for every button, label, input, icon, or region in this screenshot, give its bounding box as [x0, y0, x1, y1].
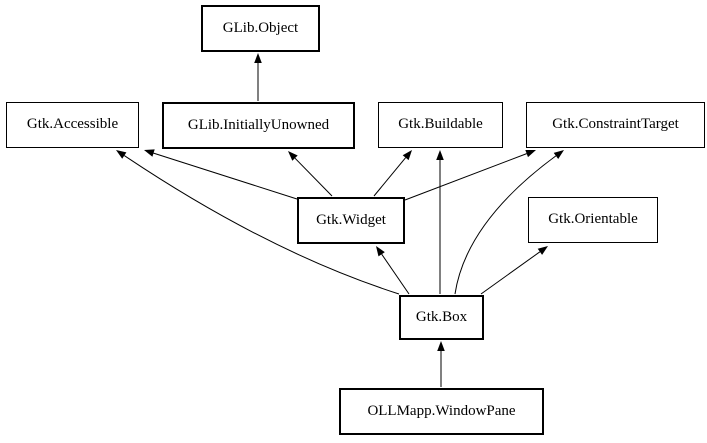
arrowhead-ollmapp-windowpane-to-gtk-box: [437, 341, 445, 351]
node-label-gtk-accessible: Gtk.Accessible: [26, 116, 119, 132]
arrowhead-gtk-widget-to-gtk-buildable: [402, 150, 412, 161]
arrowhead-gtk-box-to-gtk-widget: [376, 246, 385, 257]
edge-gtk-box-to-gtk-accessible: [124, 155, 400, 295]
node-label-gtk-constrainttarget: Gtk.ConstraintTarget: [552, 116, 679, 132]
edge-gtk-box-to-gtk-widget: [381, 253, 410, 295]
node-label-gtk-box: Gtk.Box: [415, 308, 468, 325]
node-label-gtk-orientable: Gtk.Orientable: [548, 211, 638, 227]
node-glib-initiallyunowned[interactable]: GLib.InitiallyUnowned: [162, 102, 355, 149]
edge-gtk-box-to-gtk-constrainttarget: [454, 155, 557, 295]
node-gtk-orientable[interactable]: Gtk.Orientable: [528, 197, 658, 243]
arrowhead-gtk-box-to-gtk-orientable: [537, 246, 548, 255]
edge-gtk-widget-to-gtk-accessible: [153, 152, 298, 200]
arrowhead-gtk-widget-to-glib-initiallyunowned: [288, 151, 298, 161]
node-gtk-buildable[interactable]: Gtk.Buildable: [378, 102, 503, 148]
node-label-glib-initiallyunowned: GLib.InitiallyUnowned: [187, 116, 330, 133]
node-gtk-constrainttarget[interactable]: Gtk.ConstraintTarget: [526, 102, 705, 148]
edge-gtk-widget-to-gtk-buildable: [373, 157, 406, 197]
arrowhead-gtk-widget-to-gtk-accessible: [144, 149, 155, 157]
node-ollmapp-windowpane[interactable]: OLLMapp.WindowPane: [339, 388, 544, 435]
node-label-ollmapp-windowpane: OLLMapp.WindowPane: [367, 402, 516, 419]
arrowhead-gtk-box-to-gtk-accessible: [116, 150, 127, 159]
edge-gtk-box-to-gtk-orientable: [480, 251, 541, 295]
node-gtk-box[interactable]: Gtk.Box: [399, 295, 484, 340]
edge-gtk-widget-to-glib-initiallyunowned: [294, 157, 333, 197]
arrowhead-gtk-box-to-gtk-constrainttarget: [553, 150, 564, 159]
arrowhead-glib-initiallyunowned-to-glib-object: [254, 53, 262, 63]
node-gtk-widget[interactable]: Gtk.Widget: [297, 197, 405, 244]
node-label-gtk-buildable: Gtk.Buildable: [398, 116, 483, 132]
arrowhead-gtk-box-to-gtk-buildable: [436, 150, 444, 160]
node-glib-object[interactable]: GLib.Object: [201, 5, 320, 52]
edge-gtk-widget-to-gtk-constrainttarget: [404, 153, 527, 201]
node-label-gtk-widget: Gtk.Widget: [316, 211, 386, 228]
node-label-glib-object: GLib.Object: [222, 19, 299, 36]
arrowhead-gtk-widget-to-gtk-constrainttarget: [525, 150, 536, 158]
node-gtk-accessible[interactable]: Gtk.Accessible: [6, 102, 139, 148]
